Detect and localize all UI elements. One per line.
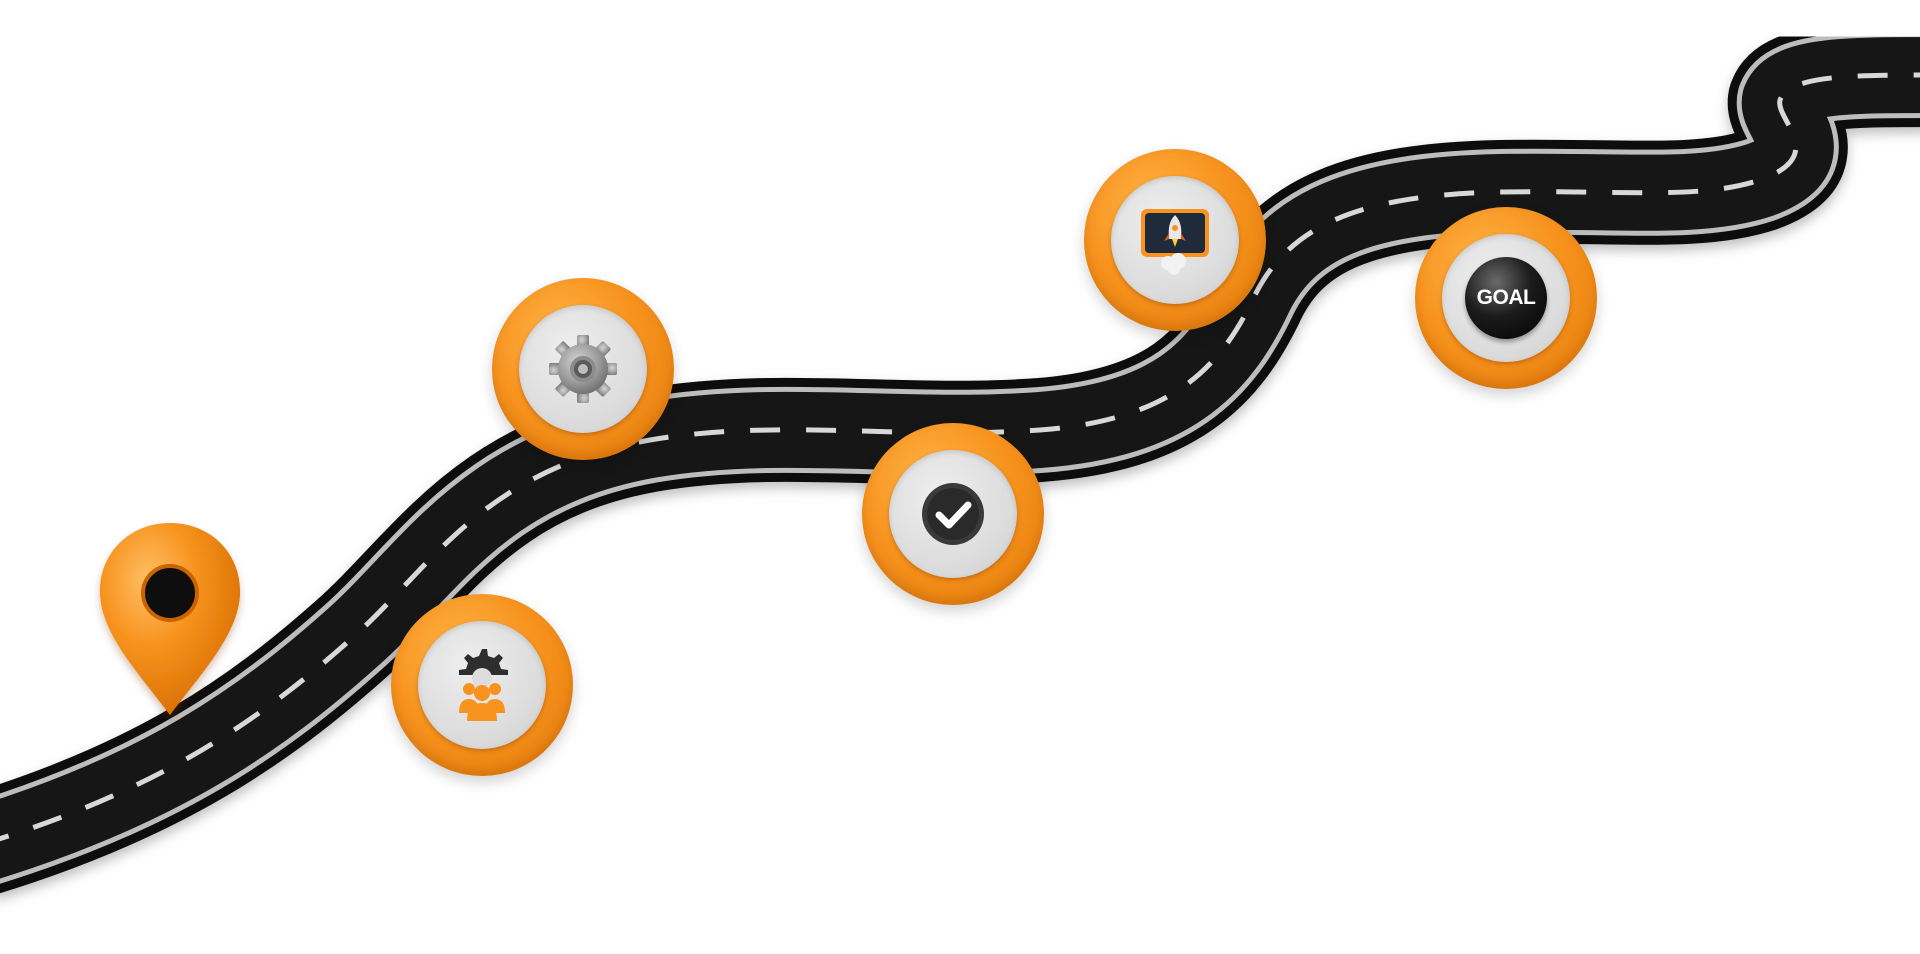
goal-icon: GOAL [1465,257,1547,339]
milestone-launch[interactable] [1084,149,1266,331]
milestone-goal-disc: GOAL [1442,234,1570,362]
milestone-goal[interactable]: GOAL [1415,207,1597,389]
milestone-launch-disc [1111,176,1239,304]
goal-label: GOAL [1476,286,1536,309]
milestone-team[interactable] [391,594,573,776]
map-pin-icon[interactable] [90,515,250,725]
milestone-settings[interactable] [492,278,674,460]
team-gear-icon [459,649,508,721]
gear-icon [549,335,617,403]
rocket-launch-icon [1141,209,1209,275]
road-lane-dashes [0,72,1920,842]
milestone-team-disc [418,621,546,749]
milestone-check-disc [889,450,1017,578]
checkmark-icon [922,483,984,545]
milestone-settings-disc [519,305,647,433]
milestone-check[interactable] [862,423,1044,605]
